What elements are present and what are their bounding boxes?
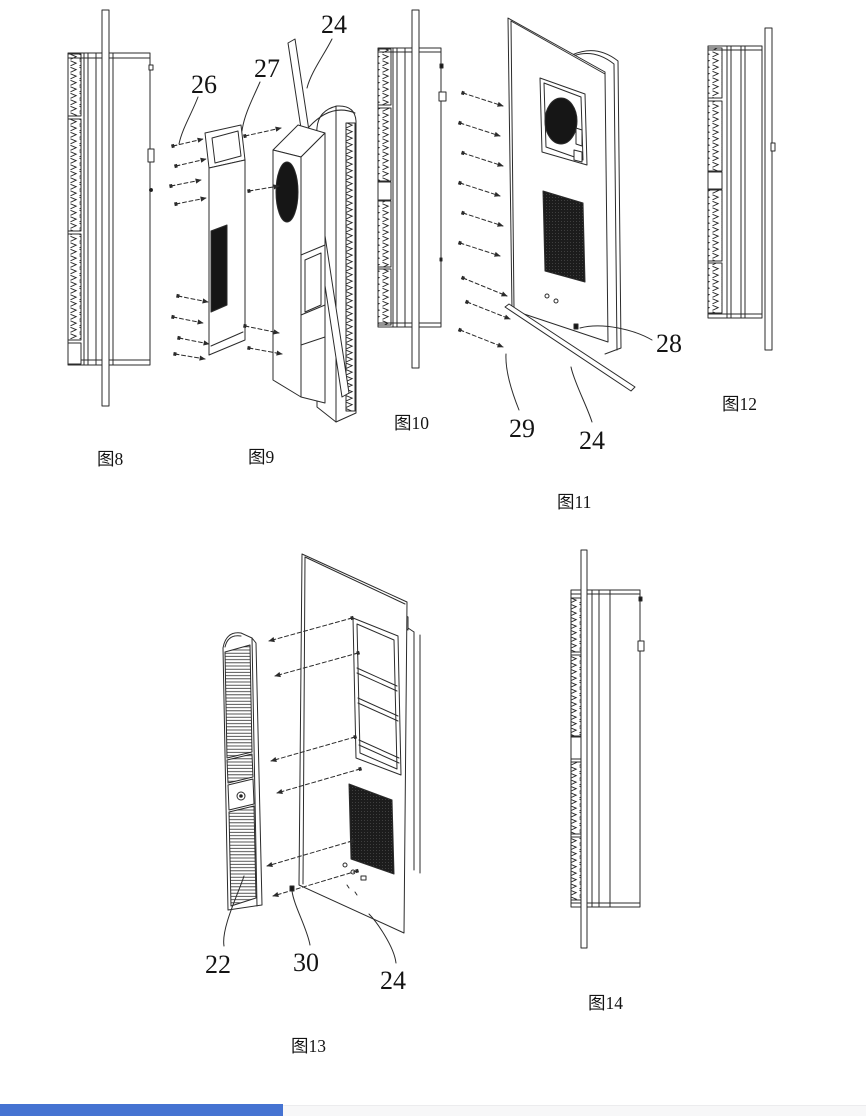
side-bracket bbox=[438, 91, 447, 102]
figure-8-caption: 图8 bbox=[97, 449, 124, 469]
vent-mesh-panel bbox=[542, 190, 586, 283]
front-cover-22 bbox=[222, 632, 263, 911]
fan-mesh bbox=[544, 97, 578, 145]
part-label-24: 24 bbox=[321, 10, 347, 39]
figure-13-drawing: 22 30 24 bbox=[205, 553, 421, 995]
screw-30 bbox=[289, 885, 295, 892]
figure-10-drawing bbox=[377, 9, 447, 369]
vent-window bbox=[210, 224, 228, 313]
figure-11-drawing: 28 29 24 bbox=[457, 17, 682, 455]
inner-frame bbox=[352, 617, 402, 776]
figure-10-caption: 图10 bbox=[394, 413, 429, 433]
figure-9-drawing: 26 27 24 bbox=[169, 10, 357, 423]
panel-screw bbox=[553, 298, 559, 304]
leader-lines bbox=[505, 325, 653, 423]
door-panel bbox=[507, 17, 609, 343]
figure-11-exploded-view: 28 29 24 图11 bbox=[455, 10, 690, 515]
fan-opening bbox=[275, 161, 299, 223]
figure-14-drawing bbox=[570, 549, 645, 949]
figure-9-caption: 图9 bbox=[248, 447, 275, 467]
part-label-22: 22 bbox=[205, 950, 231, 979]
part-label-28: 28 bbox=[656, 329, 682, 358]
leader-lines bbox=[223, 875, 397, 964]
cover-box-26 bbox=[204, 124, 246, 356]
figure-13-exploded-view: 22 30 24 图13 bbox=[195, 540, 490, 1060]
vent-mesh-panel bbox=[348, 783, 395, 875]
part-label-24: 24 bbox=[380, 966, 406, 995]
screw-arrows bbox=[457, 90, 511, 348]
leader-lines bbox=[178, 38, 333, 145]
figure-12-drawing bbox=[707, 27, 776, 351]
part-label-30: 30 bbox=[293, 948, 319, 977]
figure-13-caption: 图13 bbox=[291, 1036, 326, 1056]
figure-12-side-view: 图12 bbox=[702, 25, 782, 415]
figure-14-caption: 图14 bbox=[588, 993, 623, 1013]
louver-strip bbox=[377, 107, 392, 182]
part-label-24: 24 bbox=[579, 426, 605, 455]
cabinet-side-body bbox=[707, 45, 763, 319]
part-label-26: 26 bbox=[191, 70, 217, 99]
bottom-progress-bar bbox=[0, 1104, 283, 1116]
louver-strip bbox=[377, 268, 392, 326]
cabinet-side-body bbox=[67, 52, 155, 366]
figure-12-caption: 图12 bbox=[722, 394, 757, 414]
louver-strip bbox=[377, 200, 392, 268]
louver-strip bbox=[707, 262, 723, 314]
louver-strip bbox=[707, 100, 723, 172]
louver-strip bbox=[707, 47, 723, 99]
screw-arrows bbox=[266, 615, 363, 897]
fan-assembly bbox=[539, 77, 588, 166]
louver-strip bbox=[67, 233, 82, 341]
figure-11-caption: 图11 bbox=[557, 492, 592, 512]
figure-9-exploded-view: 26 27 24 图9 bbox=[165, 5, 380, 475]
mounting-rod bbox=[411, 9, 420, 369]
mounting-rod bbox=[101, 9, 110, 407]
figure-10-side-view: 图10 bbox=[372, 8, 457, 433]
screw-arrows bbox=[169, 126, 283, 361]
mounting-rod bbox=[764, 27, 773, 351]
louver-strip bbox=[67, 53, 82, 117]
side-bracket bbox=[637, 640, 645, 652]
side-bracket bbox=[147, 148, 155, 163]
louver-strip bbox=[377, 48, 392, 106]
figure-8-drawing bbox=[67, 9, 155, 407]
rod-notch bbox=[770, 142, 776, 152]
figure-14-side-view: 图14 bbox=[560, 545, 655, 1015]
louver-grille bbox=[228, 805, 257, 907]
mounting-rod bbox=[580, 549, 588, 949]
panel-screw bbox=[544, 293, 550, 299]
part-label-29: 29 bbox=[509, 414, 535, 443]
louver-grille bbox=[226, 753, 254, 784]
louver-strip bbox=[707, 189, 723, 262]
part-label-27: 27 bbox=[254, 54, 280, 83]
louver-grille bbox=[224, 644, 253, 759]
louver-strip bbox=[67, 118, 82, 232]
louver-edge bbox=[345, 122, 356, 412]
figure-8-side-view: 图8 bbox=[60, 8, 160, 478]
fan-unit-27 bbox=[272, 124, 326, 404]
page-bottom-strip bbox=[0, 1105, 866, 1116]
cabinet-side-body bbox=[377, 47, 447, 328]
main-cabinet-unit bbox=[308, 105, 357, 423]
mounting-panel-24 bbox=[298, 553, 408, 934]
screw-28 bbox=[573, 323, 579, 330]
